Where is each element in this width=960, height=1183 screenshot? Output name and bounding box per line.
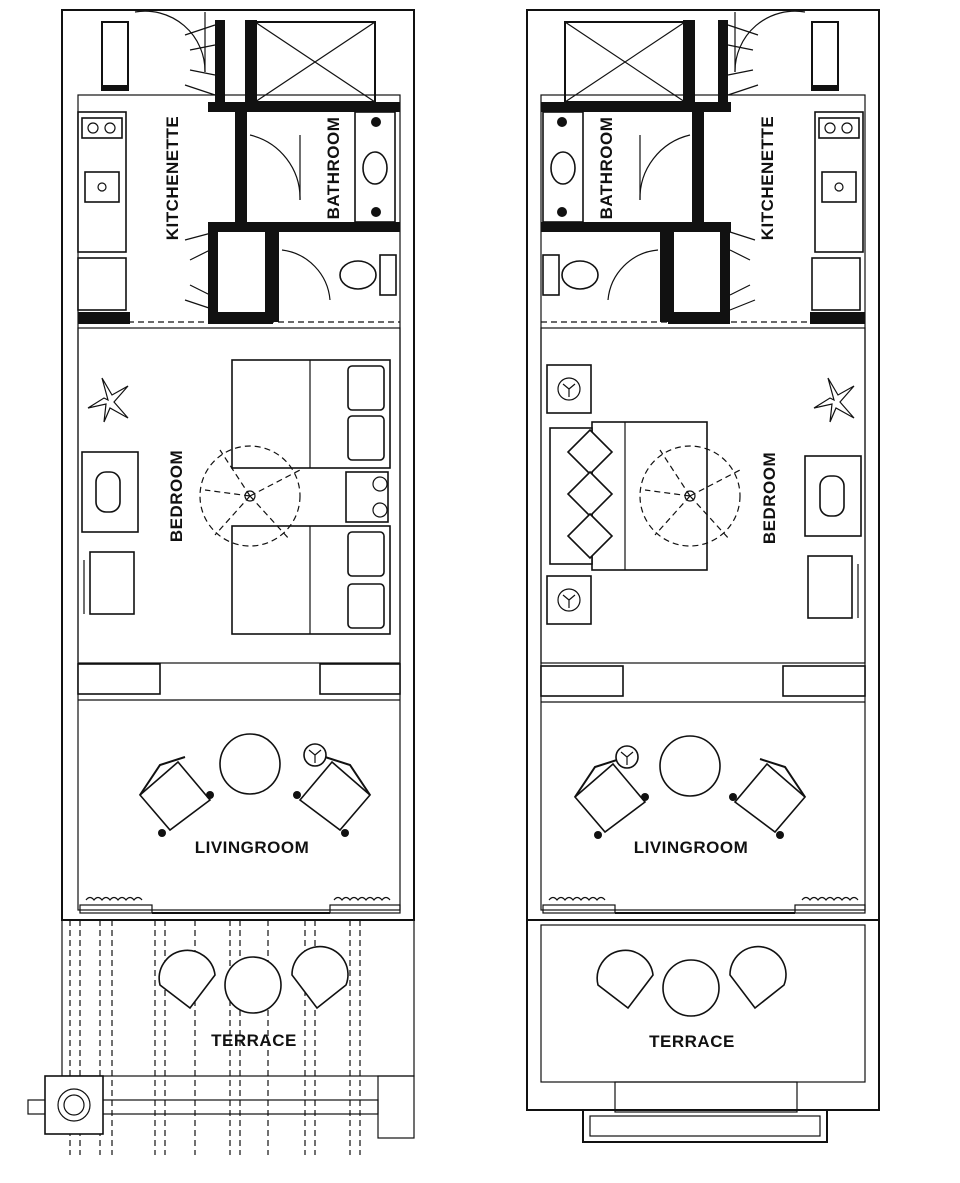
right-fridge — [811, 257, 861, 311]
left-entry-door-swing — [134, 10, 206, 73]
right-sink-icon — [821, 171, 857, 203]
right-livingroom-label: LIVINGROOM — [634, 838, 749, 857]
left-terrace-chair-1 — [158, 949, 216, 1010]
right-double-bed — [549, 421, 708, 571]
left-bedroom-label: BEDROOM — [167, 450, 186, 542]
left-kitchenette-label: KITCHENETTE — [163, 116, 182, 241]
right-plant-icon — [813, 377, 855, 423]
left-livingroom-label: LIVINGROOM — [195, 838, 310, 857]
left-chair — [89, 551, 135, 615]
left-ceiling-fan-icon — [199, 445, 301, 547]
right-coffee-table — [659, 735, 721, 797]
left-stove-icon — [81, 117, 123, 139]
left-twin-bed-1 — [231, 359, 391, 469]
left-plant-icon — [87, 377, 129, 423]
right-unit-plan: BATHROOM KITCHENETTE — [526, 9, 880, 1143]
left-fridge — [77, 257, 127, 311]
left-twin-bed-2 — [231, 525, 391, 635]
right-nightstand-2 — [546, 575, 592, 625]
left-armchair-1 — [138, 756, 214, 837]
left-terrace-pergola — [27, 919, 415, 1155]
right-toilet-icon — [542, 254, 599, 296]
left-nightstand — [345, 471, 389, 523]
left-coffee-table — [219, 733, 281, 795]
left-unit-plan: KITCHENETTE BATHROOM — [27, 9, 415, 1155]
right-armchair-2 — [729, 758, 807, 839]
right-bedroom-label: BEDROOM — [760, 452, 779, 544]
right-nightstand-1 — [546, 364, 592, 414]
right-terrace-chair-2 — [729, 945, 787, 1010]
right-ceiling-fan-icon — [639, 445, 741, 547]
right-bathroom-label: BATHROOM — [597, 117, 616, 220]
right-terrace-table — [662, 959, 720, 1017]
right-entry-door-swing — [734, 10, 806, 73]
left-terrace-chair-2 — [291, 945, 349, 1010]
left-terrace-table — [224, 956, 282, 1014]
right-chair — [807, 555, 853, 619]
right-kitchenette-label: KITCHENETTE — [758, 116, 777, 241]
right-bath-sink-icon — [550, 151, 576, 185]
left-toilet-icon — [339, 254, 397, 296]
left-terrace-label: TERRACE — [211, 1031, 297, 1050]
left-entry-closet — [101, 21, 129, 91]
left-bath-sink-icon — [362, 151, 388, 185]
right-armchair-1 — [573, 758, 649, 839]
right-entry-closet — [811, 21, 839, 91]
left-sink-icon — [84, 171, 120, 203]
left-lamp-icon — [303, 743, 327, 767]
left-bathroom-label: BATHROOM — [324, 117, 343, 220]
right-terrace-chair-1 — [596, 949, 654, 1010]
left-armchair-2 — [293, 756, 372, 837]
right-terrace-label: TERRACE — [649, 1032, 735, 1051]
right-lamp-icon — [615, 745, 639, 769]
right-stove-icon — [818, 117, 860, 139]
